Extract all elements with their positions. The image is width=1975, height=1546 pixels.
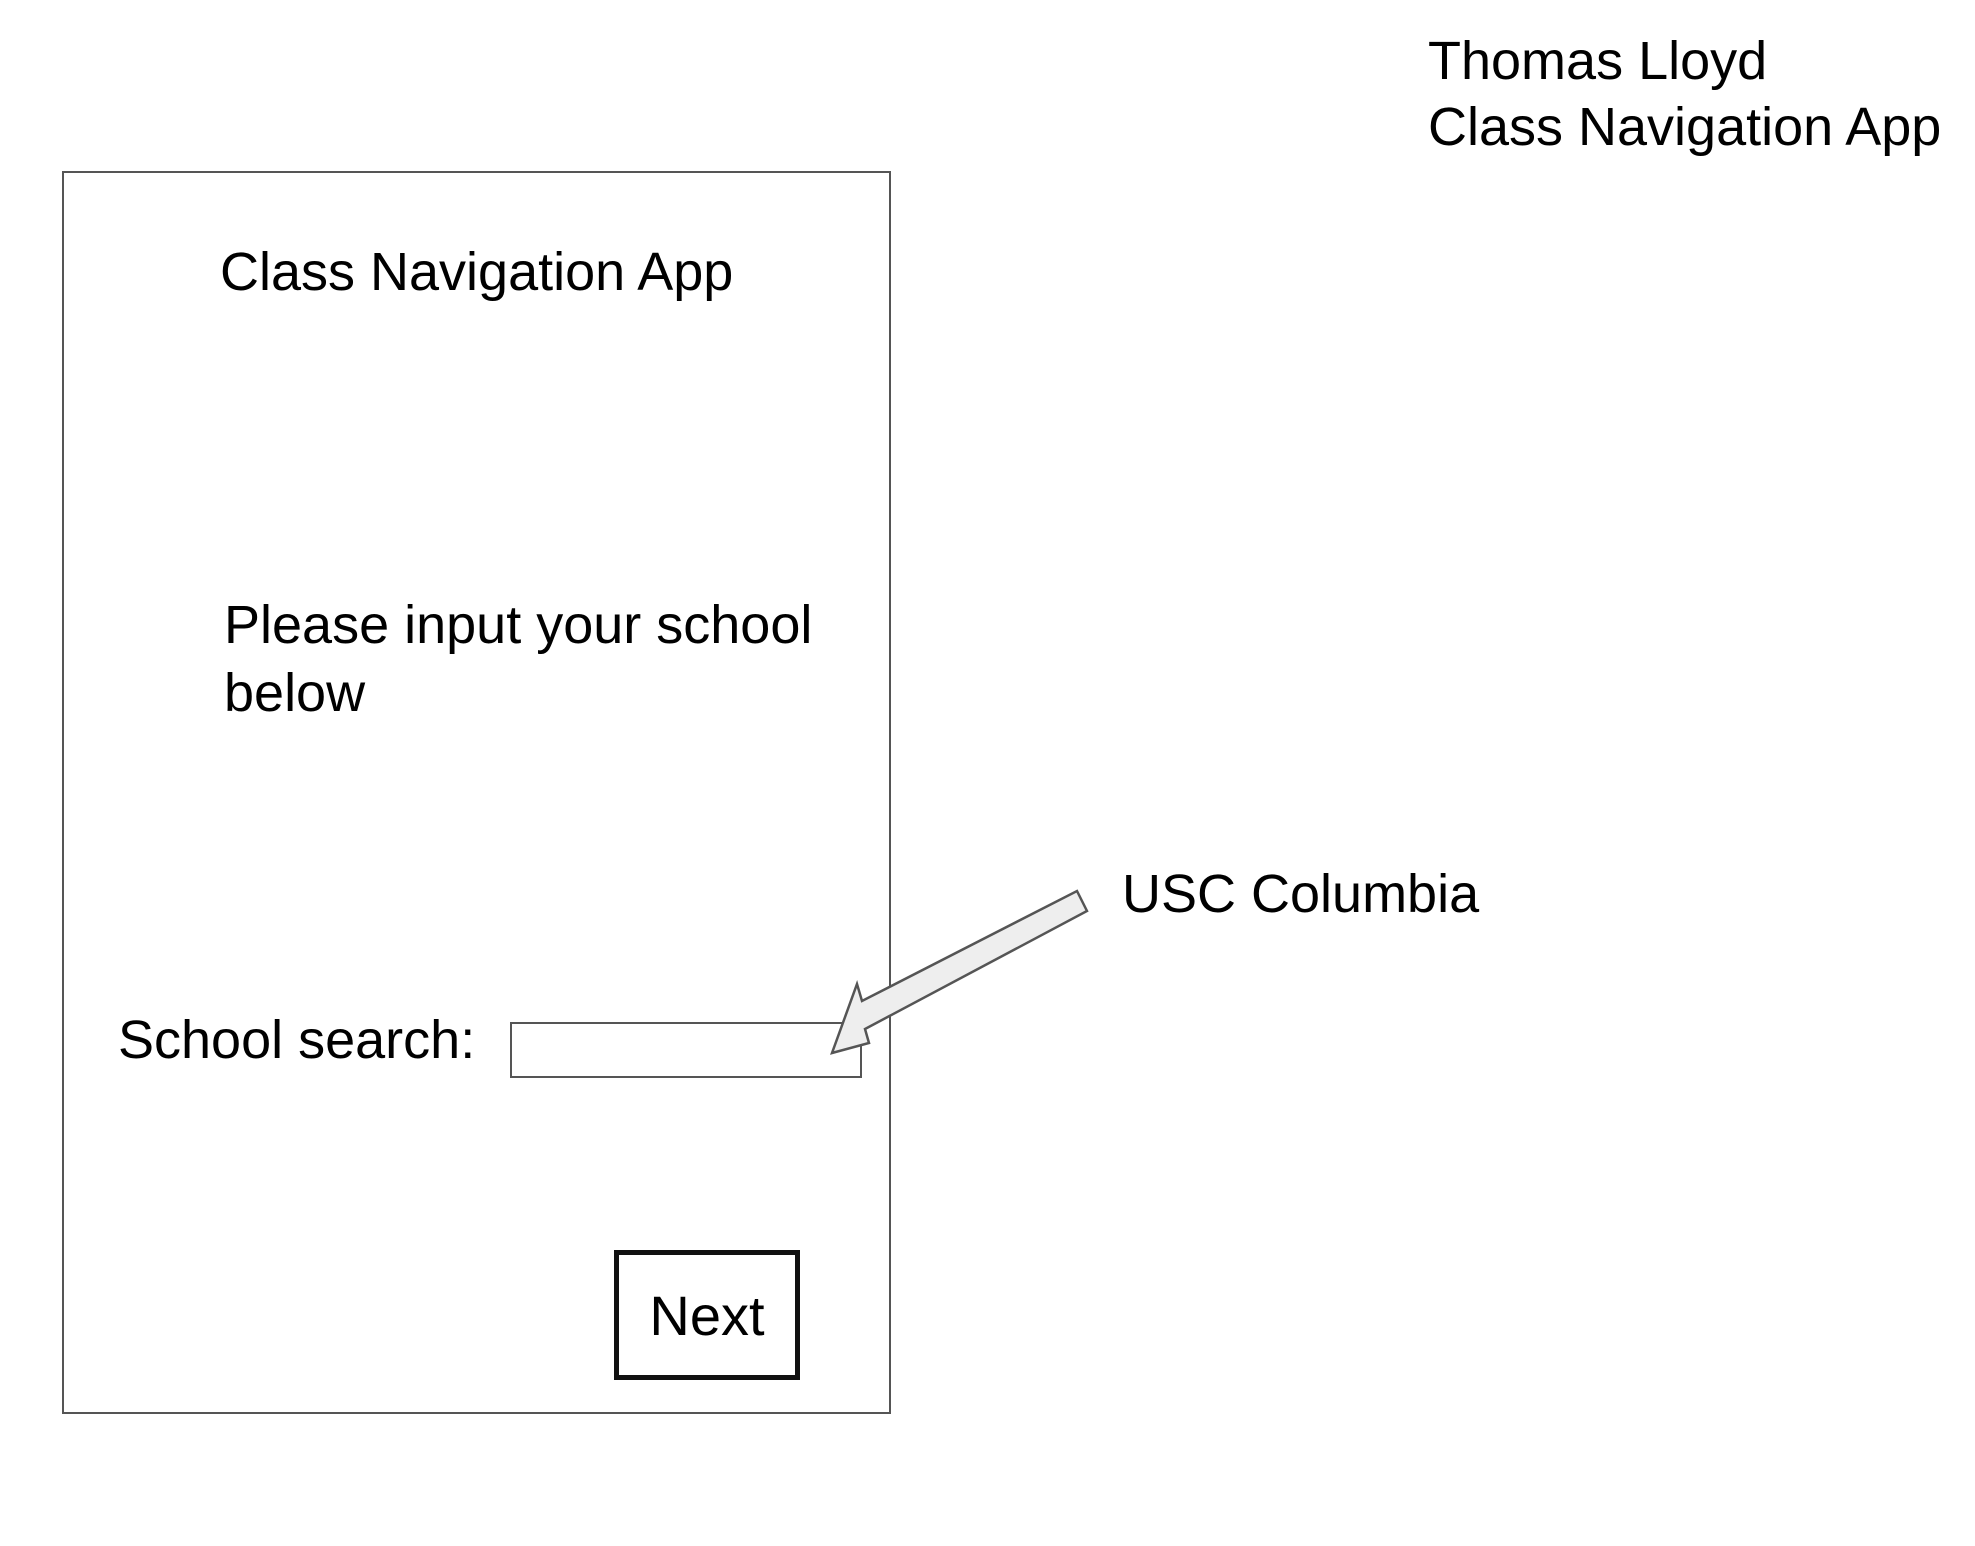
author-name: Thomas Lloyd xyxy=(1428,31,1768,91)
project-name: Class Navigation App xyxy=(1428,97,1942,157)
annotation-label: USC Columbia xyxy=(1122,864,1480,924)
school-search-input[interactable] xyxy=(510,1022,862,1078)
school-search-label: School search: xyxy=(118,1010,476,1070)
instruction-text: Please input your school below xyxy=(224,595,813,723)
next-button[interactable]: Next xyxy=(614,1250,800,1380)
app-title: Class Navigation App xyxy=(220,242,734,302)
author-header: Thomas Lloyd Class Navigation App xyxy=(1428,28,1941,160)
phone-screen-frame: Class Navigation App Please input your s… xyxy=(62,171,891,1414)
